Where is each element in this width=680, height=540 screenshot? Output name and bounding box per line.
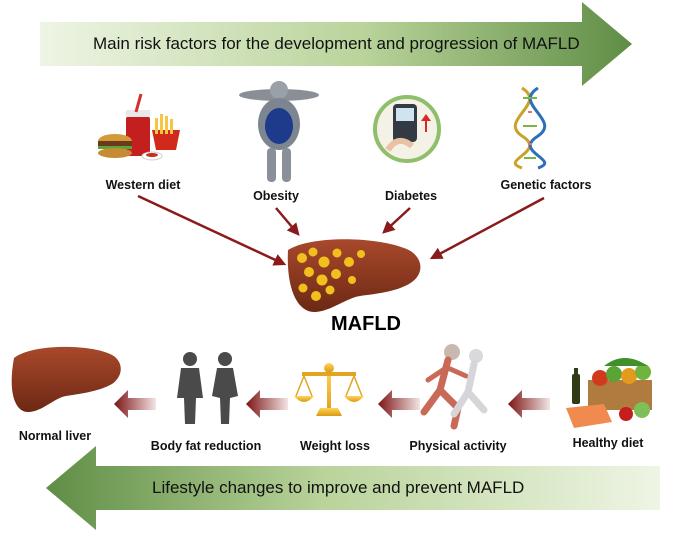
- fatty-liver-icon: [287, 239, 421, 312]
- arrow-diabetes: [382, 207, 411, 234]
- arrow-obesity: [275, 207, 300, 236]
- arrow-healthy-diet-to-activity: [508, 390, 550, 418]
- arrow-weight-loss-to-fat-reduction: [246, 390, 288, 418]
- healthy-liver-icon: [11, 346, 121, 412]
- glucometer-icon: [373, 95, 441, 163]
- top-banner-arrow: [40, 2, 632, 86]
- label-normal-liver: Normal liver: [18, 429, 92, 443]
- label-diabetes: Diabetes: [384, 189, 438, 203]
- dna-icon: [513, 86, 547, 170]
- top-banner-text: Main risk factors for the development an…: [93, 34, 580, 53]
- label-weight-loss: Weight loss: [300, 439, 370, 453]
- arrow-fat-reduction-to-normal-liver: [114, 390, 156, 418]
- risk-arrows: [137, 194, 545, 266]
- body-silhouettes-icon: [177, 352, 238, 424]
- label-genetic-factors: Genetic factors: [500, 178, 592, 192]
- healthy-food-icon: [566, 358, 652, 428]
- label-physical-activity: Physical activity: [409, 439, 507, 453]
- runner-icon: [420, 344, 488, 430]
- bottom-banner-text: Lifestyle changes to improve and prevent…: [152, 478, 525, 497]
- obese-body-icon: [239, 81, 319, 182]
- bottom-banner-arrow: [46, 446, 660, 530]
- mafld-label: MAFLD: [331, 313, 401, 335]
- label-western-diet: Western diet: [105, 178, 181, 192]
- arrow-activity-to-weight-loss: [378, 390, 420, 418]
- lifestyle-arrows: [114, 390, 550, 418]
- fast-food-icon: [98, 93, 180, 161]
- arrow-genetic-factors: [429, 196, 545, 260]
- scale-icon: [294, 363, 364, 416]
- arrow-western-diet: [137, 194, 287, 266]
- label-obesity: Obesity: [253, 189, 299, 203]
- label-healthy-diet: Healthy diet: [572, 436, 644, 450]
- label-body-fat-reduction: Body fat reduction: [150, 439, 262, 453]
